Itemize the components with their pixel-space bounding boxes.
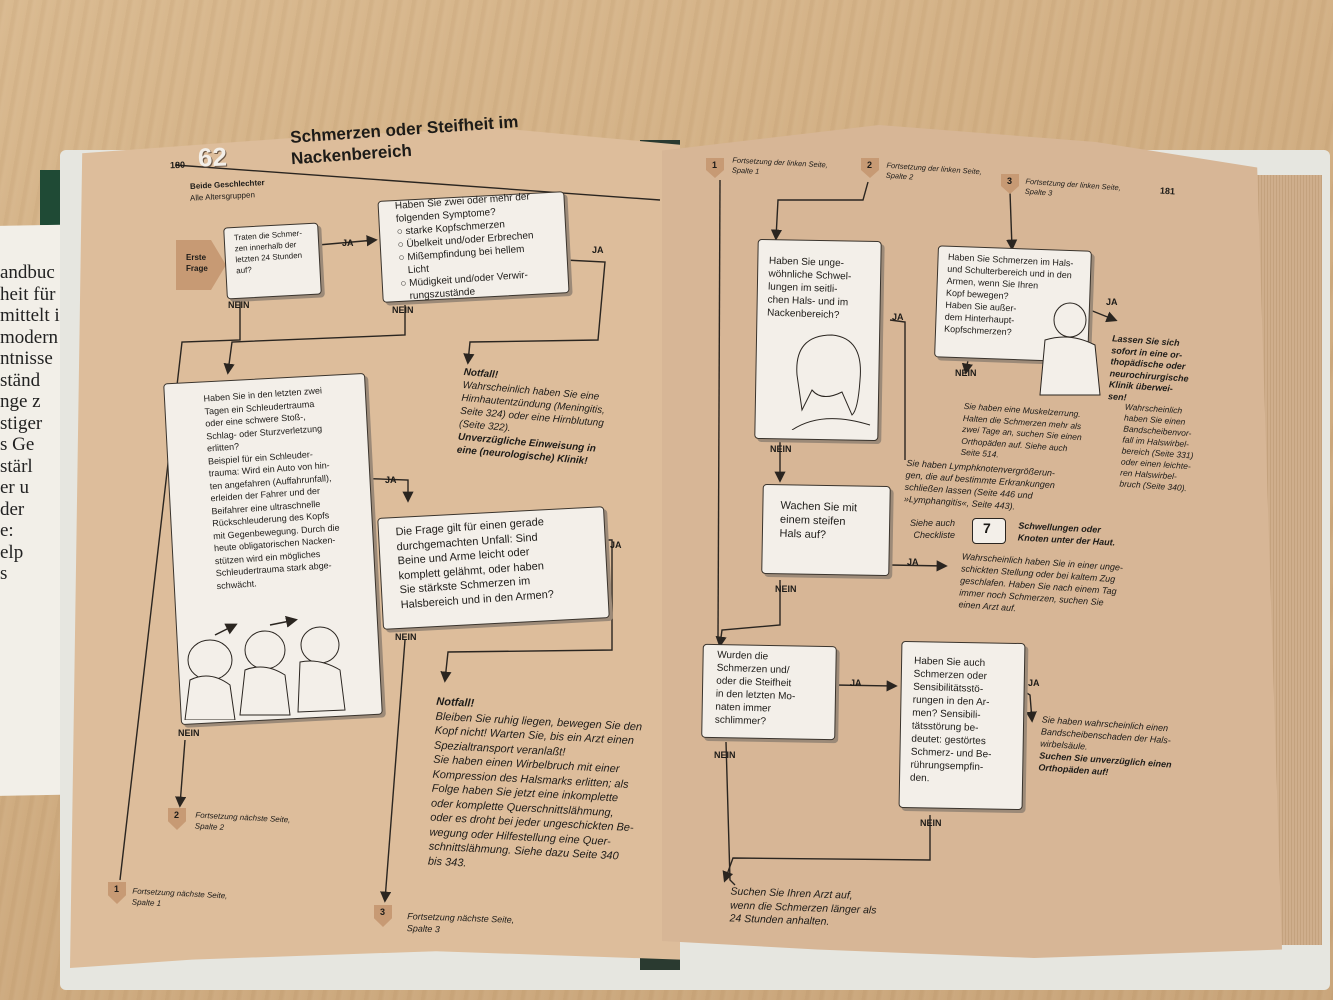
marker-2-arrow xyxy=(168,808,186,830)
yes-label: JA xyxy=(892,312,904,322)
no-label: NEIN xyxy=(395,632,417,642)
checklist-number: 7 xyxy=(983,520,991,536)
side-book-line: stiger xyxy=(0,412,43,434)
muscle-strain-note: Sie haben eine Muskelzerrung.Halten die … xyxy=(960,400,1082,460)
marker-3-label: 3 xyxy=(380,907,386,917)
side-book-line: nge z xyxy=(0,391,41,412)
posture-note: Wahrscheinlich haben Sie in einer unge-s… xyxy=(958,551,1124,614)
marker-2-arrow xyxy=(861,158,879,178)
side-book-line: e: xyxy=(0,520,14,541)
no-label: NEIN xyxy=(228,300,250,310)
marker-2-label: 2 xyxy=(174,810,180,820)
no-label: NEIN xyxy=(178,728,200,738)
marker-2-label: 2 xyxy=(867,160,873,170)
side-book-line: heit für xyxy=(0,283,56,305)
marker-1-arrow xyxy=(108,882,126,904)
yes-label: JA xyxy=(1028,678,1040,688)
yes-label: JA xyxy=(610,540,622,550)
no-label: NEIN xyxy=(920,818,942,828)
no-label: NEIN xyxy=(392,305,414,315)
side-book-line: modern xyxy=(0,326,59,348)
marker-1-arrow xyxy=(706,158,724,178)
marker-3-arrow xyxy=(1001,174,1019,194)
side-book-line: elp xyxy=(0,541,24,563)
chapter-number: 62 xyxy=(197,141,228,173)
neck-illustration xyxy=(791,334,871,430)
no-label: NEIN xyxy=(775,584,797,594)
yes-label: JA xyxy=(850,678,862,688)
marker-1-label: 1 xyxy=(114,884,120,894)
page-number-right: 181 xyxy=(1159,185,1176,197)
side-book-line: mittelt i xyxy=(0,305,60,326)
side-book-line: er u xyxy=(0,477,30,498)
marker-1-label: 1 xyxy=(712,160,718,170)
page-number-left: 180 xyxy=(169,159,186,171)
side-book-line: ständ xyxy=(0,369,41,391)
yes-label: JA xyxy=(342,238,354,248)
whiplash-illustration xyxy=(184,615,346,720)
side-book-line: ntnisse xyxy=(0,348,53,369)
marker-3-arrow xyxy=(374,905,392,927)
yes-label: JA xyxy=(907,557,919,567)
shoulder-illustration xyxy=(1039,302,1101,396)
marker-3-label: 3 xyxy=(1007,176,1013,186)
checklist-badge xyxy=(972,518,1006,544)
side-book-line: s xyxy=(0,563,8,584)
yes-label: JA xyxy=(592,245,604,255)
no-label: NEIN xyxy=(770,444,792,454)
side-book-line: stärl xyxy=(0,455,33,477)
yes-label: JA xyxy=(385,475,397,485)
no-label: NEIN xyxy=(714,750,736,760)
final-advice: Suchen Sie Ihren Arzt auf,wenn die Schme… xyxy=(729,885,877,928)
side-book-line: andbuc xyxy=(0,262,55,283)
side-book-line: s Ge xyxy=(0,434,35,455)
yes-label: JA xyxy=(1106,297,1118,307)
continue-col3: Fortsetzung nächste Seite,Spalte 3 xyxy=(406,911,515,935)
no-label: NEIN xyxy=(955,368,977,378)
side-book-line: der xyxy=(0,498,25,520)
swelling-text: Haben Sie unge-wöhnliche Schwel-lungen i… xyxy=(766,255,852,322)
emergency-spine: Notfall! Bleiben Sie ruhig liegen, beweg… xyxy=(427,695,643,869)
